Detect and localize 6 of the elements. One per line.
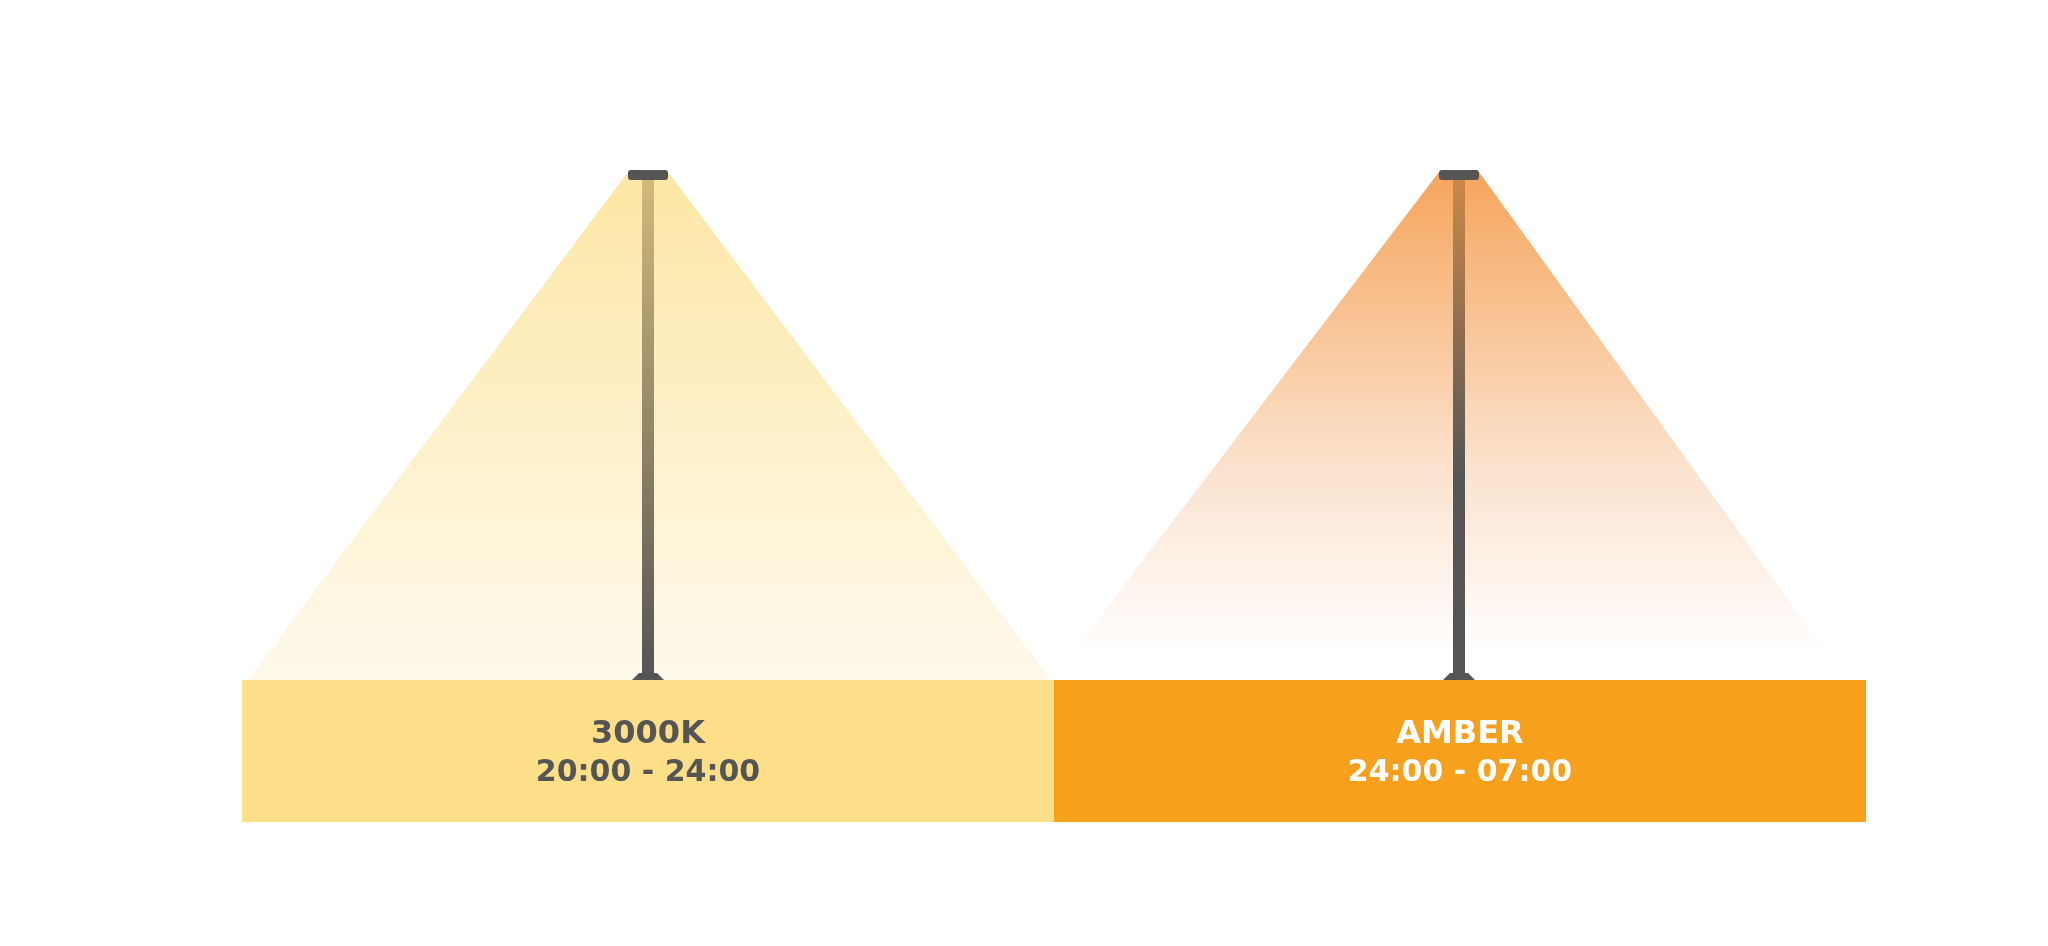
mode-name-label: 3000K [591,712,705,753]
lighting-mode-band [1054,680,1866,822]
mode-name-label: AMBER [1396,712,1524,753]
time-range-label: 24:00 - 07:00 [1347,752,1573,790]
lighting-mode-band [242,680,1054,822]
time-range-label: 20:00 - 24:00 [535,752,761,790]
